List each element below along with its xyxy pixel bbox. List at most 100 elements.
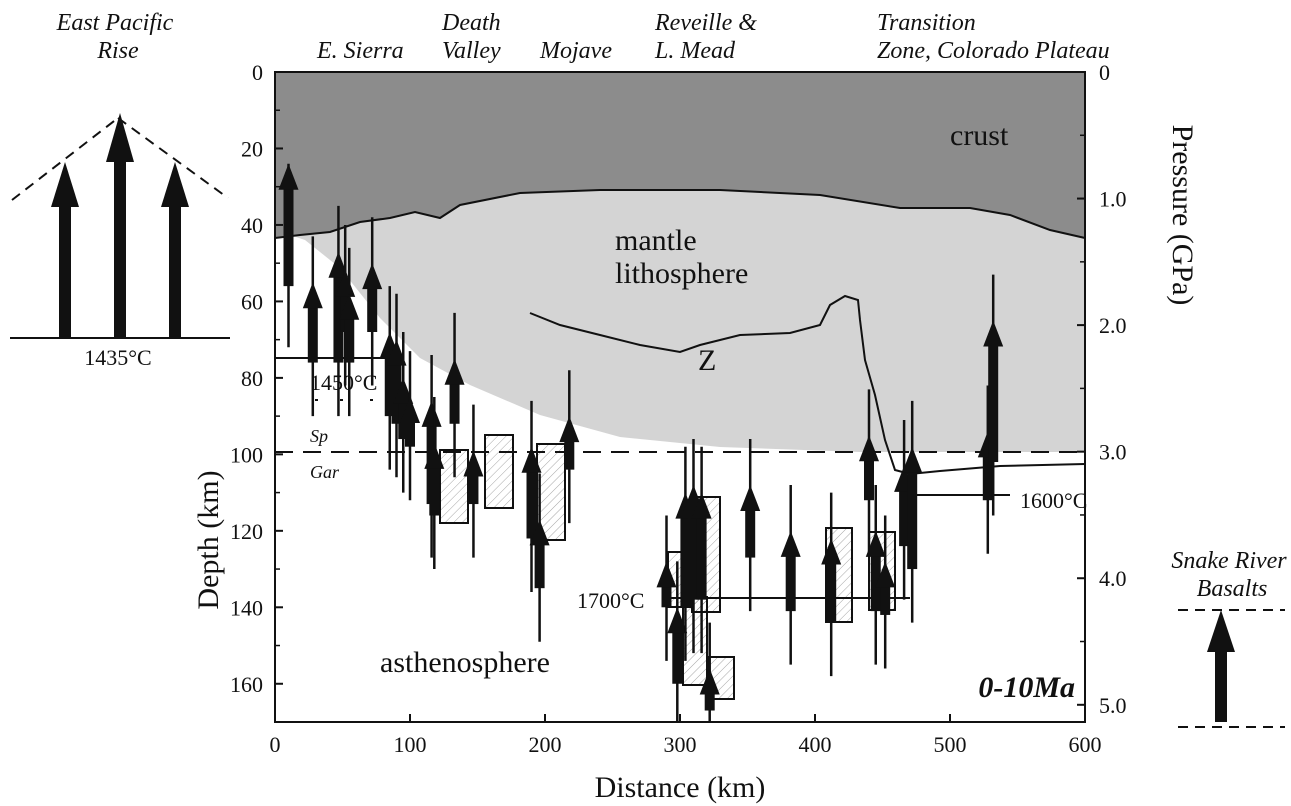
epr-title: East Pacific Rise [56,10,180,64]
sample-arrow-head [983,320,1004,347]
epr-title-line2: Rise [96,38,139,64]
y-right-tick-label: 3.0 [1099,440,1127,465]
sample-arrow-shaft [907,470,918,570]
sample-arrow-head [691,492,712,519]
region-transition: Transition Zone, Colorado Plateau [877,10,1110,64]
region-transition-line2: Zone, Colorado Plateau [877,38,1110,64]
epr-ridge-left [11,117,119,201]
sample-arrow-shaft [449,382,460,424]
sample-arrow-head [339,293,360,320]
sample-arrow-shaft [672,631,683,684]
region-death-valley-line2: Valley [442,38,501,64]
region-transition-line1: Transition [877,10,976,36]
sample-arrow-head [393,377,414,404]
sample-arrow-head [865,530,886,557]
sample-arrow-shaft [384,356,395,417]
sample-arrow-head [421,400,442,427]
sample-arrow-shaft [870,554,881,612]
y-tick-label: 40 [241,213,263,238]
sample-arrow-head [667,607,688,634]
region-headers: E. Sierra Death Valley Mojave Reveille &… [316,10,1110,64]
sample-arrow-head [859,435,879,462]
sample-arrow-head [821,538,842,565]
sample-arrow-shaft [982,455,993,501]
sample-arrow-shaft [661,585,672,608]
sp-label: Sp [310,426,328,446]
epr-arrow [51,162,79,338]
y-right-tick-label: 1.0 [1099,187,1127,212]
srb-arrow [1207,610,1235,722]
region-e-sierra: E. Sierra [316,38,404,64]
sample-arrow-head [699,668,720,695]
mantle-lithosphere-label: mantle lithosphere [615,224,748,290]
asthenosphere-label: asthenosphere [380,646,550,679]
epr-arrow [161,162,189,338]
sample-box [536,443,566,541]
sample-arrow-shaft [880,585,891,615]
srb-title: Snake River Basalts [1171,548,1291,602]
srb-title-line1: Snake River [1171,548,1287,574]
y-tick-label: 60 [241,289,263,314]
sample-arrow-shaft [704,692,715,711]
sample-arrow-head [740,484,761,511]
region-reveille-line2: L. Mead [654,38,736,64]
x-tick-label: 500 [934,732,967,757]
snake-river-panel: Snake River Basalts [1171,548,1291,728]
sample-arrow-shaft [899,489,910,547]
x-tick-label: 600 [1069,732,1102,757]
region-reveille-line1: Reveille & [654,10,757,36]
region-death-valley-line1: Death [441,10,501,36]
sample-arrow-head [386,339,407,366]
x-tick-label: 0 [270,732,281,757]
sample-arrow-shaft [391,363,402,424]
samples [278,163,1004,722]
sample-arrow-shaft [429,466,440,516]
sample-arrow-shaft [696,516,707,600]
y-left-axis-title: Depth (km) [192,470,225,609]
sample-arrow-head [302,282,323,309]
x-axis-title: Distance (km) [595,771,766,804]
epr-temperature: 1435°C [84,345,151,370]
sample-arrow-head [463,450,484,477]
sample-arrow-head [521,446,542,473]
y-tick-label: 120 [230,519,263,544]
sample-arrow-head [278,163,299,190]
age-label: 0-10Ma [978,671,1075,704]
x-tick-label: 200 [529,732,562,757]
sample-box [484,434,514,509]
crust-region [275,72,1085,238]
x-tick-label: 300 [664,732,697,757]
crust-boundary-line [274,189,1086,239]
sample-arrow-shaft [564,440,575,470]
y-tick-label: 100 [230,442,263,467]
mantle-label-line1: mantle [615,224,697,257]
y-tick-label: 160 [230,672,263,697]
sample-arrow-head [444,358,465,385]
sample-arrow-head [529,519,550,546]
sample-arrow-shaft [864,459,874,501]
sample-arrow-head [400,397,420,423]
sample-arrow-head [362,263,383,290]
sample-arrow-shaft [534,543,545,589]
sample-arrow-head [424,442,445,469]
sample-arrow-shaft [344,317,355,363]
t1700-label: 1700°C [577,588,644,613]
y-right-tick-label: 5.0 [1099,693,1127,718]
t1600-label: 1600°C [1020,488,1087,513]
sample-arrow-head [902,446,923,473]
z-label: Z [698,344,716,377]
sample-arrow-head [656,561,677,588]
y-tick-label: 140 [230,595,263,620]
sample-arrow-shaft [785,554,796,612]
region-death-valley: Death Valley [441,10,507,64]
gar-label: Gar [310,462,340,482]
region-mojave: Mojave [539,38,612,64]
sample-arrow-head [559,416,580,443]
sample-arrow-shaft [468,474,479,505]
sample-arrow-shaft [826,562,837,623]
sample-arrow-shaft [688,508,699,600]
sample-arrow-shaft [307,306,318,363]
sample-arrow-shaft [333,275,344,363]
